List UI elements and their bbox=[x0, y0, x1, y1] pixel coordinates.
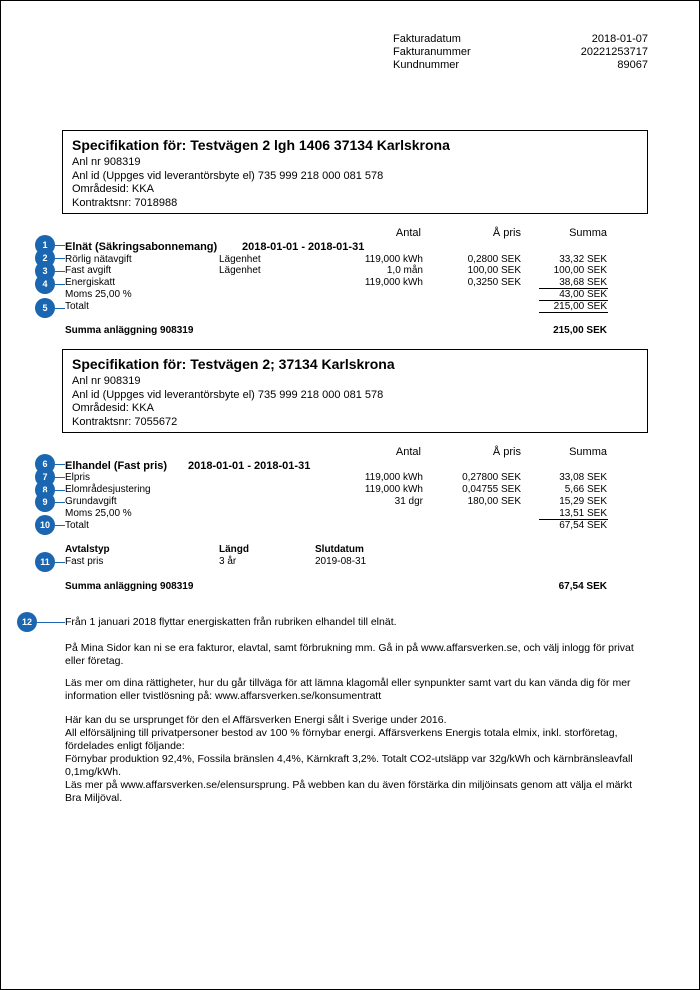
row-name: Rörlig nätavgift bbox=[65, 254, 132, 265]
total-label: Totalt bbox=[65, 520, 89, 531]
info-line: eller företag. bbox=[65, 655, 124, 667]
row-summa: 15,29 SEK bbox=[559, 496, 607, 507]
section-title-elnat: Elnät (Säkringsabonnemang) bbox=[65, 241, 218, 253]
info-line: 0,1mg/kWh. bbox=[65, 766, 122, 778]
row-name: Moms 25,00 % bbox=[65, 508, 132, 519]
row-apris: 0,27800 SEK bbox=[462, 472, 521, 483]
row-type: Lägenhet bbox=[219, 265, 261, 276]
info-paragraph-3: Läs mer om dina rättigheter, hur du går … bbox=[65, 677, 655, 703]
info-line: All elförsäljning till privatpersoner be… bbox=[65, 727, 618, 739]
info-line: Läs mer på www.affarsverken.se/elensursp… bbox=[65, 779, 633, 791]
column-header-antal: Antal bbox=[395, 227, 421, 239]
info-line: Från 1 januari 2018 flyttar energiskatte… bbox=[65, 616, 397, 628]
column-header-apris: Å pris bbox=[492, 446, 521, 458]
row-summa: 33,32 SEK bbox=[559, 254, 607, 265]
row-name: Energiskatt bbox=[65, 277, 116, 288]
column-header-summa: Summa bbox=[569, 227, 607, 239]
info-paragraph-1: Från 1 januari 2018 flyttar energiskatte… bbox=[65, 616, 655, 629]
marker-9: 9 bbox=[35, 492, 65, 512]
spec-line: Områdesid: KKA bbox=[72, 183, 154, 195]
underline bbox=[539, 312, 608, 313]
contract-length-header: Längd bbox=[219, 544, 249, 555]
row-apris: 0,2800 SEK bbox=[467, 254, 521, 265]
contract-length: 3 år bbox=[219, 556, 237, 567]
column-header-antal: Antal bbox=[395, 446, 421, 458]
total-value: 215,00 SEK bbox=[553, 301, 607, 312]
spec-title: Specifikation för: Testvägen 2 lgh 1406 … bbox=[72, 137, 450, 153]
info-line: Läs mer om dina rättigheter, hur du går … bbox=[65, 677, 631, 689]
contract-end: 2019-08-31 bbox=[315, 556, 367, 567]
marker-10: 10 bbox=[35, 515, 65, 535]
specification-box-1: Specifikation för: Testvägen 2 lgh 1406 … bbox=[62, 130, 648, 214]
info-line: På Mina Sidor kan ni se era fakturor, el… bbox=[65, 642, 634, 654]
row-apris: 0,04755 SEK bbox=[462, 484, 521, 495]
total-label: Totalt bbox=[65, 301, 89, 312]
marker-12: 12 bbox=[17, 612, 65, 632]
spec-line: Anl nr 908319 bbox=[72, 375, 141, 387]
row-name: Elpris bbox=[65, 472, 91, 483]
row-apris: 180,00 SEK bbox=[467, 496, 521, 507]
sum-value: 67,54 SEK bbox=[558, 581, 607, 592]
row-antal: 1,0 mån bbox=[386, 265, 423, 276]
info-paragraph-4: Här kan du se ursprunget för den el Affä… bbox=[65, 714, 655, 805]
row-summa: 5,66 SEK bbox=[564, 484, 607, 495]
row-name: Elområdesjustering bbox=[65, 484, 151, 495]
row-apris: 100,00 SEK bbox=[467, 265, 521, 276]
sum-value: 215,00 SEK bbox=[553, 325, 607, 336]
section-period: 2018-01-01 - 2018-01-31 bbox=[242, 241, 365, 253]
invoice-date-label: Fakturadatum bbox=[393, 33, 461, 45]
spec-line: Områdesid: KKA bbox=[72, 402, 154, 414]
underline bbox=[539, 519, 608, 520]
underline bbox=[539, 300, 608, 301]
row-antal: 119,000 kWh bbox=[364, 254, 423, 265]
invoice-date-value: 2018-01-07 bbox=[591, 33, 648, 45]
spec-line: Anl id (Uppges vid leverantörsbyte el) 7… bbox=[72, 169, 384, 182]
row-antal: 119,000 kWh bbox=[364, 472, 423, 483]
row-summa: 38,68 SEK bbox=[559, 277, 607, 288]
spec-line: Kontraktsnr: 7055672 bbox=[72, 415, 178, 428]
underline bbox=[539, 288, 608, 289]
total-value: 67,54 SEK bbox=[559, 520, 607, 531]
row-summa: 100,00 SEK bbox=[553, 265, 607, 276]
row-name: Grundavgift bbox=[65, 496, 117, 507]
contract-type-header: Avtalstyp bbox=[65, 544, 110, 555]
contract-type: Fast pris bbox=[65, 556, 104, 567]
sum-label: Summa anläggning 908319 bbox=[65, 325, 194, 336]
row-type: Lägenhet bbox=[219, 254, 261, 265]
section-title-elhandel: Elhandel (Fast pris) bbox=[65, 460, 168, 472]
spec-line: Anl id (Uppges vid leverantörsbyte el) 7… bbox=[72, 388, 384, 401]
row-summa: 13,51 SEK bbox=[559, 508, 607, 519]
row-antal: 119,000 kWh bbox=[364, 484, 423, 495]
row-antal: 31 dgr bbox=[394, 496, 423, 507]
row-apris: 0,3250 SEK bbox=[467, 277, 521, 288]
customer-number-value: 89067 bbox=[617, 59, 648, 71]
info-line: Här kan du se ursprunget för den el Affä… bbox=[65, 714, 447, 726]
info-line: Bra Miljöval. bbox=[65, 792, 123, 804]
section-period: 2018-01-01 - 2018-01-31 bbox=[188, 460, 311, 472]
spec-line: Anl nr 908319 bbox=[72, 156, 141, 168]
row-name: Moms 25,00 % bbox=[65, 289, 132, 300]
row-antal: 119,000 kWh bbox=[364, 277, 423, 288]
info-line: information eller tvistlösning på: www.a… bbox=[65, 690, 382, 702]
invoice-number-value: 20221253717 bbox=[580, 46, 648, 58]
row-summa: 33,08 SEK bbox=[559, 472, 607, 483]
sum-label: Summa anläggning 908319 bbox=[65, 581, 194, 592]
spec-title: Specifikation för: Testvägen 2; 37134 Ka… bbox=[72, 356, 395, 372]
invoice-number-label: Fakturanummer bbox=[393, 46, 471, 58]
marker-5: 5 bbox=[35, 298, 65, 318]
row-name: Fast avgift bbox=[65, 265, 112, 276]
customer-number-label: Kundnummer bbox=[393, 59, 460, 71]
column-header-summa: Summa bbox=[569, 446, 607, 458]
specification-box-2: Specifikation för: Testvägen 2; 37134 Ka… bbox=[62, 349, 648, 433]
info-line: Förnybar produktion 92,4%, Fossila bräns… bbox=[65, 753, 633, 765]
row-summa: 43,00 SEK bbox=[559, 289, 607, 300]
marker-11: 11 bbox=[35, 552, 65, 572]
spec-line: Kontraktsnr: 7018988 bbox=[72, 196, 178, 209]
info-paragraph-2: På Mina Sidor kan ni se era fakturor, el… bbox=[65, 642, 655, 668]
marker-4: 4 bbox=[35, 274, 65, 294]
contract-end-header: Slutdatum bbox=[315, 544, 364, 555]
info-line: fördelades enligt följande: bbox=[65, 740, 185, 752]
column-header-apris: Å pris bbox=[492, 227, 521, 239]
